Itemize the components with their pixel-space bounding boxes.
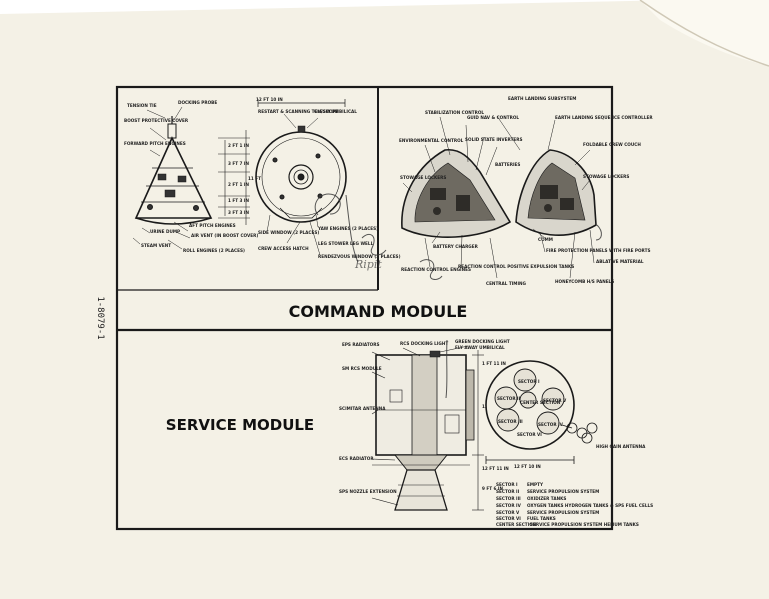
cm-side-labels: TENSION TIE DOCKING PROBE BOOST PROTECTI… — [124, 97, 283, 253]
svg-text:2 FT 1 IN: 2 FT 1 IN — [228, 143, 249, 148]
sm-legend: SECTOR I EMPTY SECTOR II SERVICE PROPULS… — [496, 482, 653, 527]
svg-text:HONEYCOMB H/S PANELS: HONEYCOMB H/S PANELS — [555, 279, 614, 284]
svg-text:SECTOR II: SECTOR II — [496, 489, 520, 494]
svg-text:SERVICE PROPULSION SYSTEM HELI: SERVICE PROPULSION SYSTEM HELIUM TANKS — [530, 522, 639, 527]
svg-text:HIGH GAIN ANTENNA: HIGH GAIN ANTENNA — [596, 444, 646, 449]
svg-text:RCS DOCKING LIGHT: RCS DOCKING LIGHT — [400, 341, 448, 346]
svg-text:AIR VENT (IN BOOST COVER): AIR VENT (IN BOOST COVER) — [191, 233, 258, 238]
svg-text:YAW ENGINES (2 PLACES): YAW ENGINES (2 PLACES) — [317, 226, 378, 231]
svg-text:URINE DUMP: URINE DUMP — [150, 229, 180, 234]
svg-text:12 FT 11 IN: 12 FT 11 IN — [482, 466, 509, 471]
svg-text:SECTOR I: SECTOR I — [496, 482, 518, 487]
svg-text:TENSION TIE: TENSION TIE — [127, 103, 157, 108]
svg-text:SERVICE PROPULSION SYSTEM: SERVICE PROPULSION SYSTEM — [527, 510, 599, 515]
svg-text:AFT PITCH ENGINES: AFT PITCH ENGINES — [189, 223, 236, 228]
sm-side-labels: EPS RADIATORS RCS DOCKING LIGHT GREEN DO… — [339, 339, 510, 494]
svg-text:CM/SM UMBILICAL: CM/SM UMBILICAL — [314, 109, 357, 114]
svg-text:ECS RADIATOR: ECS RADIATOR — [339, 456, 374, 461]
annotation-text: Ripit — [354, 258, 382, 271]
svg-text:3 FT 7 IN: 3 FT 7 IN — [228, 161, 249, 166]
svg-text:SECTOR I: SECTOR I — [518, 379, 540, 384]
svg-text:LEG STOWER LEG WELL: LEG STOWER LEG WELL — [318, 241, 374, 246]
svg-text:11 FT: 11 FT — [248, 176, 261, 181]
svg-text:EMPTY: EMPTY — [527, 482, 544, 487]
svg-text:STABILIZATION CONTROL: STABILIZATION CONTROL — [425, 110, 484, 115]
handwritten-annotation — [314, 193, 602, 399]
svg-text:12 FT 10 IN: 12 FT 10 IN — [256, 97, 283, 102]
svg-text:RENDEZVOUS WINDOW (2 PLACES): RENDEZVOUS WINDOW (2 PLACES) — [318, 254, 401, 259]
svg-text:OXIDIZER TANKS: OXIDIZER TANKS — [527, 496, 566, 501]
svg-text:GUID NAV & CONTROL: GUID NAV & CONTROL — [467, 115, 519, 120]
svg-text:ROLL ENGINES (2 PLACES): ROLL ENGINES (2 PLACES) — [183, 248, 245, 253]
diagram-frame — [115, 85, 614, 531]
svg-text:ENVIRONMENTAL CONTROL: ENVIRONMENTAL CONTROL — [399, 138, 464, 143]
svg-text:SECTOR III: SECTOR III — [496, 496, 521, 501]
svg-text:9 FT 6 IN: 9 FT 6 IN — [482, 486, 503, 491]
svg-text:RESTART & SCANNING TELESCOPE: RESTART & SCANNING TELESCOPE — [258, 109, 339, 114]
cm-cutaway-labels: STABILIZATION CONTROL EARTH LANDING SUBS… — [399, 96, 653, 286]
svg-text:ABLATIVE MATERIAL: ABLATIVE MATERIAL — [596, 259, 644, 264]
side-code: 1-8079-1 — [95, 296, 105, 339]
svg-text:BOOST PROTECTIVE COVER: BOOST PROTECTIVE COVER — [124, 118, 189, 123]
svg-text:STEAM VENT: STEAM VENT — [141, 243, 171, 248]
svg-text:12 FT 10 IN: 12 FT 10 IN — [514, 464, 541, 469]
svg-text:SPS NOZZLE EXTENSION: SPS NOZZLE EXTENSION — [339, 489, 397, 494]
svg-text:EARTH LANDING SEQUENCE CONTROL: EARTH LANDING SEQUENCE CONTROLLER — [555, 115, 653, 120]
svg-text:1 FT 11 IN: 1 FT 11 IN — [482, 361, 506, 366]
svg-text:SECTOR VI: SECTOR VI — [517, 432, 542, 437]
svg-text:SOLID STATE INVERTERS: SOLID STATE INVERTERS — [465, 137, 523, 142]
svg-text:BATTERIES: BATTERIES — [495, 162, 520, 167]
svg-text:FIRE PROTECTION PANELS WITH FI: FIRE PROTECTION PANELS WITH FIRE PORTS — [546, 248, 650, 253]
svg-text:SECTOR V: SECTOR V — [496, 510, 520, 515]
svg-text:FUEL TANKS: FUEL TANKS — [527, 516, 556, 521]
svg-text:SECTOR V: SECTOR V — [543, 398, 567, 403]
sm-sector-labels: SECTOR I SECTOR II SECTOR III SECTOR IV … — [497, 379, 646, 469]
svg-text:CREW ACCESS HATCH: CREW ACCESS HATCH — [258, 246, 309, 251]
svg-text:SM RCS MODULE: SM RCS MODULE — [342, 366, 382, 371]
cm-top-view — [255, 99, 347, 256]
service-module-title: SERVICE MODULE — [166, 416, 314, 434]
svg-text:SECTOR IV: SECTOR IV — [538, 422, 564, 427]
svg-text:FLY AWAY UMBILICAL: FLY AWAY UMBILICAL — [455, 345, 505, 350]
svg-text:FOLDABLE CREW COUCH: FOLDABLE CREW COUCH — [583, 142, 641, 147]
svg-text:SERVICE PROPULSION SYSTEM: SERVICE PROPULSION SYSTEM — [527, 489, 599, 494]
curled-corner — [640, 0, 769, 66]
svg-text:3 FT 3 IN: 3 FT 3 IN — [228, 210, 249, 215]
svg-text:GREEN DOCKING LIGHT: GREEN DOCKING LIGHT — [455, 339, 510, 344]
svg-text:OXYGEN TANKS HYDROGEN TANKS &: OXYGEN TANKS HYDROGEN TANKS & SPS FUEL C… — [527, 503, 653, 508]
svg-text:SCIMITAR ANTENNA: SCIMITAR ANTENNA — [339, 406, 386, 411]
cm-cutaway — [401, 115, 597, 279]
command-module-title: COMMAND MODULE — [289, 302, 468, 321]
svg-text:1 FT 3 IN: 1 FT 3 IN — [228, 198, 249, 203]
svg-text:DOCKING PROBE: DOCKING PROBE — [178, 100, 217, 105]
svg-text:SECTOR VI: SECTOR VI — [496, 516, 521, 521]
svg-text:SECTOR IV: SECTOR IV — [496, 503, 522, 508]
svg-text:CENTER SECTION: CENTER SECTION — [496, 522, 537, 527]
svg-text:SIDE WINDOW (2 PLACES): SIDE WINDOW (2 PLACES) — [258, 230, 319, 235]
svg-text:REACTION CONTROL ENGINES: REACTION CONTROL ENGINES — [401, 267, 471, 272]
svg-text:STOWAGE LOCKERS: STOWAGE LOCKERS — [583, 174, 629, 179]
svg-text:CENTRAL TIMING: CENTRAL TIMING — [486, 281, 527, 286]
svg-text:FORWARD PITCH ENGINES: FORWARD PITCH ENGINES — [124, 141, 186, 146]
svg-text:SECTOR III: SECTOR III — [498, 419, 523, 424]
svg-text:EPS RADIATORS: EPS RADIATORS — [342, 342, 379, 347]
svg-text:REACTION CONTROL POSITIVE EXPU: REACTION CONTROL POSITIVE EXPULSION TANK… — [458, 264, 574, 269]
sm-sector-view — [485, 360, 598, 464]
sm-side-view — [371, 345, 484, 511]
cm-top-labels: RESTART & SCANNING TELESCOPE CM/SM UMBIL… — [258, 109, 401, 259]
svg-text:2 FT 1 IN: 2 FT 1 IN — [228, 182, 249, 187]
svg-text:BATTERY CHARGER: BATTERY CHARGER — [433, 244, 479, 249]
svg-text:CENTER SECTION: CENTER SECTION — [520, 400, 561, 405]
svg-text:SECTOR II: SECTOR II — [497, 396, 521, 401]
svg-text:COMM: COMM — [538, 237, 553, 242]
cm-side-view — [132, 106, 250, 250]
svg-text:STOWAGE LOCKERS: STOWAGE LOCKERS — [400, 175, 446, 180]
svg-text:EARTH LANDING SUBSYSTEM: EARTH LANDING SUBSYSTEM — [508, 96, 576, 101]
